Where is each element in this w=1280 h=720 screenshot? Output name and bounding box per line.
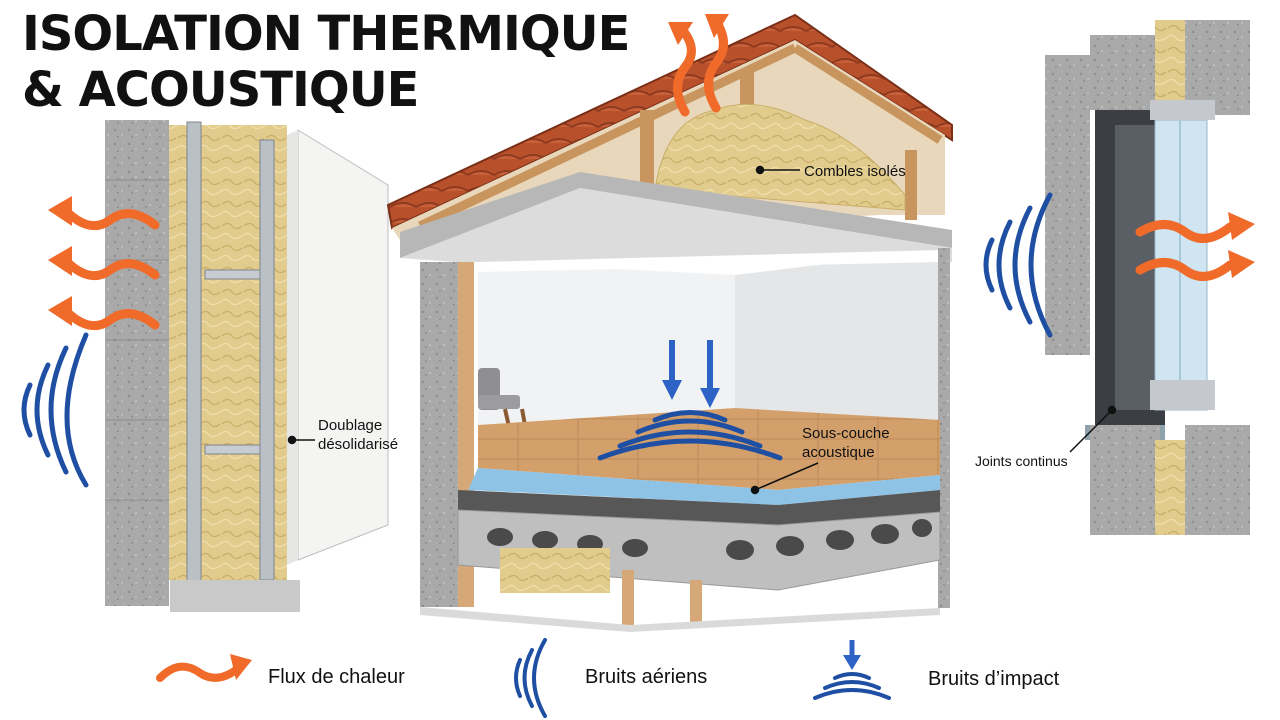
heat-arrow-window-2 (1135, 258, 1235, 281)
legend-airborne-label: Bruits aériens (585, 666, 708, 688)
attic-insulation (654, 103, 906, 211)
legend-impact-icon (813, 640, 891, 700)
legend-heat-icon (156, 654, 252, 682)
label-attic: Combles isolés (804, 163, 906, 180)
legend-heat: Flux de chaleur (268, 666, 405, 689)
label-floor-line-2: acoustique (802, 444, 875, 461)
plasterboard (297, 129, 389, 561)
label-floor: Sous-couche acoustique (802, 424, 890, 462)
legend-impact: Bruits d’impact (928, 668, 1059, 691)
heat-arrow-roof-2 (704, 16, 728, 113)
label-window: Joints continus (975, 453, 1068, 469)
impact-sound-waves (597, 340, 783, 461)
wall-section (105, 120, 389, 612)
wall-concrete-block (105, 120, 169, 606)
label-wall: Doublage désolidarisé (318, 416, 398, 454)
room-right-wall (735, 250, 940, 455)
airborne-sound-waves-left (21, 332, 89, 488)
legend-airborne-icon (514, 638, 547, 718)
heat-arrow-roof-1 (673, 22, 696, 117)
house-cutaway (386, 13, 953, 632)
acoustic-underlay (468, 468, 940, 505)
title-line-1: ISOLATION THERMIQUE (22, 6, 630, 62)
heat-arrow-left-2 (60, 255, 160, 281)
label-wall-line-1: Doublage (318, 417, 383, 434)
heat-arrow-window-1 (1135, 220, 1235, 243)
label-floor-line-1: Sous-couche (802, 425, 890, 442)
title-line-2: & ACOUSTIQUE (22, 62, 419, 118)
metal-stud-1 (186, 121, 202, 583)
legend-heat-label: Flux de chaleur (268, 666, 405, 688)
legend-impact-label: Bruits d’impact (928, 668, 1060, 690)
label-wall-line-2: désolidarisé (318, 436, 399, 453)
heat-arrow-left-3 (60, 305, 160, 331)
window-section (1045, 20, 1250, 535)
heat-arrow-left-1 (60, 205, 160, 231)
page-title: ISOLATION THERMIQUE & ACOUSTIQUE (22, 6, 630, 118)
heat-flow-arrows (60, 16, 1235, 331)
airborne-sound-waves-window (983, 192, 1053, 338)
wooden-floor (478, 408, 940, 490)
legend-airborne: Bruits aériens (585, 666, 707, 689)
metal-stud-2 (259, 139, 275, 581)
leader-lines (287, 165, 1117, 495)
